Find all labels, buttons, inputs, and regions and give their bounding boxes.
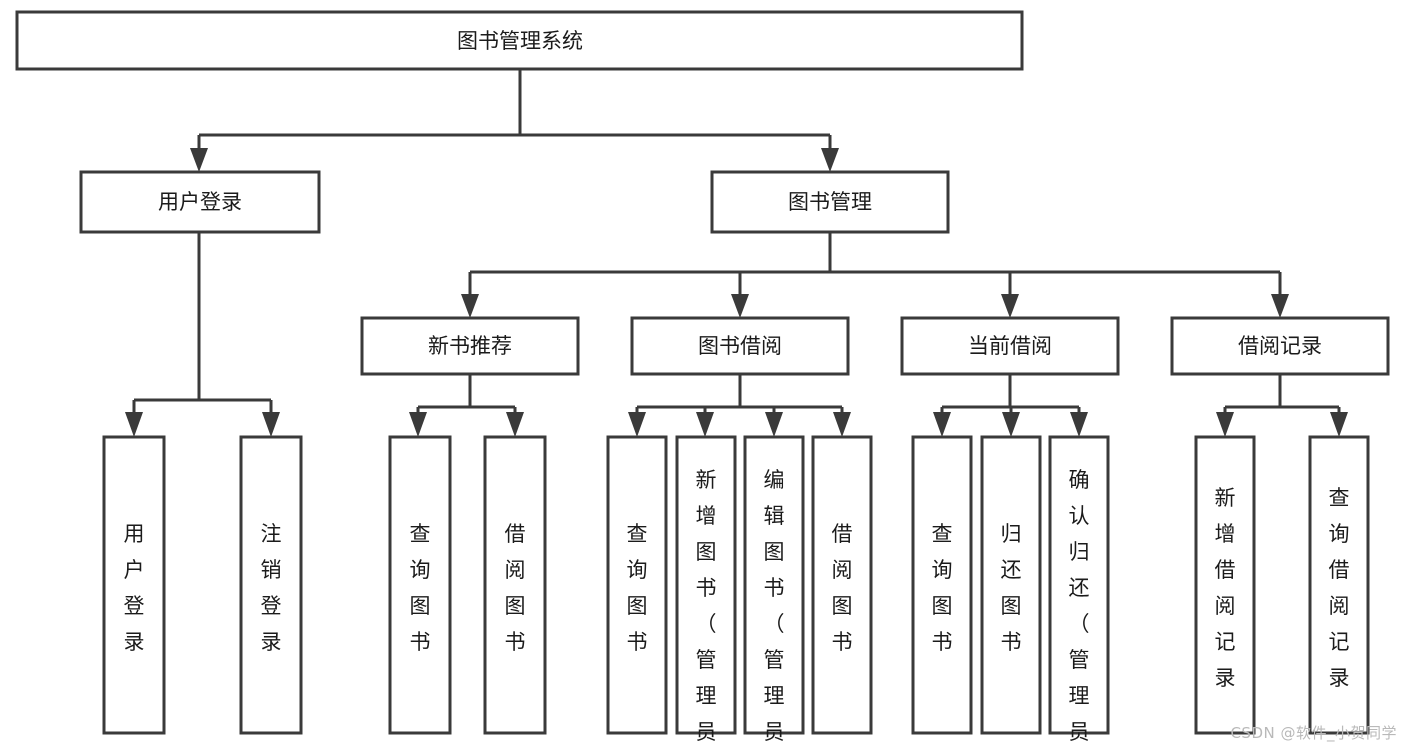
leaf-label: 查询借阅记录 — [1329, 486, 1350, 690]
node-new-book-recommend-box[interactable] — [360, 316, 580, 376]
leaf-leaf-confirm-return-admin[interactable]: 确认归还（管理员） — [1048, 435, 1110, 747]
leaf-label: 查询图书 — [410, 522, 431, 654]
node-current-borrow-box[interactable] — [900, 316, 1120, 376]
node-user-login-box[interactable] — [79, 170, 321, 234]
node-book-borrow-label: 图书借阅 — [698, 334, 782, 358]
node-borrow-record-box[interactable] — [1170, 316, 1390, 376]
leaf-box[interactable] — [102, 435, 166, 735]
leaf-label: 借阅图书 — [832, 522, 853, 654]
node-user-login-label: 用户登录 — [158, 190, 242, 214]
node-new-book-recommend[interactable]: 新书推荐 — [360, 316, 580, 376]
leaf-leaf-query-book-recommend[interactable]: 查询图书 — [388, 435, 452, 735]
leaf-box[interactable] — [675, 435, 737, 735]
arrow-leaf-borrow-book — [833, 412, 851, 437]
leaf-label: 归还图书 — [1001, 522, 1022, 654]
leaf-label: 用户登录 — [124, 522, 145, 654]
leaf-leaf-borrow-book[interactable]: 借阅图书 — [811, 435, 873, 735]
arrow-root-to-book-management — [821, 148, 839, 172]
leaf-leaf-user-login[interactable]: 用户登录 — [102, 435, 166, 735]
node-book-management-label: 图书管理 — [788, 190, 872, 214]
leaf-label: 编辑图书（管理员） — [764, 468, 785, 747]
arrow-leaf-confirm-return-admin — [1070, 412, 1088, 437]
leaf-leaf-borrow-book-recommend[interactable]: 借阅图书 — [483, 435, 547, 735]
node-borrow-record[interactable]: 借阅记录 — [1170, 316, 1390, 376]
arrow-to-new-book-recommend — [461, 294, 479, 318]
arrow-leaf-user-login — [125, 412, 143, 437]
leaf-leaf-add-book-admin[interactable]: 新增图书（管理员） — [675, 435, 737, 747]
leaf-label: 查询图书 — [932, 522, 953, 654]
connector-layer — [125, 69, 1348, 437]
node-book-management-box[interactable] — [710, 170, 950, 234]
leaf-box[interactable] — [388, 435, 452, 735]
leaf-box[interactable] — [606, 435, 668, 735]
leaf-box[interactable] — [743, 435, 805, 735]
arrow-to-borrow-record — [1271, 294, 1289, 318]
arrow-leaf-query-borrow-record — [1330, 412, 1348, 437]
leaf-label: 确认归还（管理员） — [1069, 468, 1090, 747]
arrow-to-book-borrow — [731, 294, 749, 318]
node-root-label: 图书管理系统 — [457, 29, 583, 53]
leaf-leaf-return-book[interactable]: 归还图书 — [980, 435, 1042, 735]
node-current-borrow[interactable]: 当前借阅 — [900, 316, 1120, 376]
arrow-leaf-return-book — [1002, 412, 1020, 437]
arrow-leaf-query-book-borrow — [628, 412, 646, 437]
node-book-management[interactable]: 图书管理 — [710, 170, 950, 234]
leaf-box[interactable] — [811, 435, 873, 735]
arrow-root-to-user-login — [190, 148, 208, 172]
arrow-leaf-add-book-admin — [696, 412, 714, 437]
arrow-leaf-logout — [262, 412, 280, 437]
node-root[interactable]: 图书管理系统 — [15, 10, 1024, 71]
node-book-borrow[interactable]: 图书借阅 — [630, 316, 850, 376]
node-user-login[interactable]: 用户登录 — [79, 170, 321, 234]
leaf-node-layer: 用户登录 注销登录 查询图书 借阅图书 查询图书 新增图书（管理员） 编辑图书（管理员） 借阅… — [102, 435, 1370, 747]
arrow-leaf-query-book-recommend — [409, 412, 427, 437]
leaf-leaf-query-book-current[interactable]: 查询图书 — [911, 435, 973, 735]
leaf-leaf-logout[interactable]: 注销登录 — [239, 435, 303, 735]
leaf-box[interactable] — [911, 435, 973, 735]
leaf-label: 新增图书（管理员） — [696, 468, 717, 747]
leaf-label: 新增借阅记录 — [1215, 486, 1236, 690]
node-new-book-recommend-label: 新书推荐 — [428, 334, 512, 358]
leaf-box[interactable] — [239, 435, 303, 735]
leaf-leaf-edit-book-admin[interactable]: 编辑图书（管理员） — [743, 435, 805, 747]
leaf-box[interactable] — [1048, 435, 1110, 735]
arrow-leaf-borrow-book-recommend — [506, 412, 524, 437]
leaf-box[interactable] — [1194, 435, 1256, 735]
leaf-label: 借阅图书 — [505, 522, 526, 654]
node-book-borrow-box[interactable] — [630, 316, 850, 376]
leaf-leaf-query-book-borrow[interactable]: 查询图书 — [606, 435, 668, 735]
node-root-box[interactable] — [15, 10, 1024, 71]
arrow-leaf-add-borrow-record — [1216, 412, 1234, 437]
leaf-box[interactable] — [980, 435, 1042, 735]
leaf-leaf-add-borrow-record[interactable]: 新增借阅记录 — [1194, 435, 1256, 735]
leaf-leaf-query-borrow-record[interactable]: 查询借阅记录 — [1308, 435, 1370, 735]
leaf-label: 查询图书 — [627, 522, 648, 654]
arrow-leaf-edit-book-admin — [765, 412, 783, 437]
leaf-box[interactable] — [483, 435, 547, 735]
leaf-box[interactable] — [1308, 435, 1370, 735]
leaf-label: 注销登录 — [261, 522, 282, 654]
node-borrow-record-label: 借阅记录 — [1238, 334, 1322, 358]
arrow-leaf-query-book-current — [933, 412, 951, 437]
node-current-borrow-label: 当前借阅 — [968, 334, 1052, 358]
arrow-to-current-borrow — [1001, 294, 1019, 318]
